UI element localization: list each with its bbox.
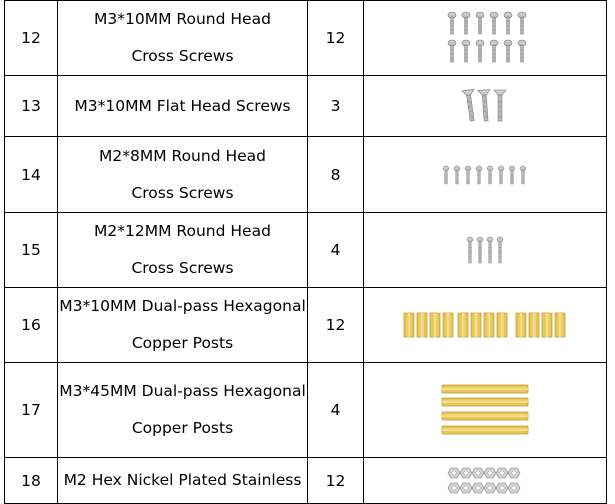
row-number: 13 <box>4 75 58 137</box>
part-quantity: 4 <box>307 362 364 458</box>
part-name-line: M3*10MM Flat Head Screws <box>74 96 291 115</box>
part-image <box>363 136 607 213</box>
table-row: 14 M2*8MM Round Head Cross Screws 8 <box>4 136 607 213</box>
part-name-line: M3*45MM Dual-pass Hexagonal <box>59 382 306 400</box>
table-row: 12 M3*10MM Round Head Cross Screws 12 <box>4 0 607 76</box>
row-number: 14 <box>4 136 58 213</box>
part-name-line: Cross Screws <box>131 47 234 65</box>
part-quantity: 4 <box>307 212 364 288</box>
part-image <box>363 457 607 504</box>
row-number: 17 <box>4 362 58 458</box>
round-head-screws-icon <box>447 11 527 63</box>
short-copper-posts-icon <box>403 312 566 338</box>
part-image <box>363 0 607 76</box>
long-copper-posts-icon <box>441 384 529 435</box>
part-image <box>363 362 607 458</box>
part-name-line: Cross Screws <box>131 259 234 277</box>
part-quantity: 8 <box>307 136 364 213</box>
part-name-line: M2*12MM Round Head <box>94 222 271 240</box>
part-name: M2 Hex Nickel Plated Stainless <box>57 457 308 504</box>
part-name: M2*8MM Round Head Cross Screws <box>57 136 308 213</box>
row-number: 16 <box>4 287 58 363</box>
part-name-line: M3*10MM Dual-pass Hexagonal <box>59 297 306 315</box>
table-row: 18 M2 Hex Nickel Plated Stainless 12 <box>4 457 607 504</box>
part-quantity: 3 <box>307 75 364 137</box>
flat-head-screws-icon <box>461 89 507 122</box>
part-name-line: Copper Posts <box>131 334 234 352</box>
row-number: 15 <box>4 212 58 288</box>
part-name-line: M2*8MM Round Head <box>98 146 267 165</box>
part-image <box>363 287 607 363</box>
part-name: M2*12MM Round Head Cross Screws <box>57 212 308 288</box>
hex-nuts-icon <box>447 467 521 493</box>
table-row: 15 M2*12MM Round Head Cross Screws 4 <box>4 212 607 288</box>
row-number: 12 <box>4 0 58 76</box>
part-image <box>363 75 607 137</box>
part-quantity: 12 <box>307 457 364 504</box>
part-name-line: Copper Posts <box>131 419 234 437</box>
part-name: M3*10MM Dual-pass Hexagonal Copper Posts <box>57 287 308 363</box>
row-number: 18 <box>4 457 58 504</box>
part-name: M3*10MM Flat Head Screws <box>57 75 308 137</box>
part-name: M3*45MM Dual-pass Hexagonal Copper Posts <box>57 362 308 458</box>
table-row: 17 M3*45MM Dual-pass Hexagonal Copper Po… <box>4 362 607 458</box>
part-quantity: 12 <box>307 287 364 363</box>
table-row: 13 M3*10MM Flat Head Screws 3 <box>4 75 607 137</box>
parts-table: 12 M3*10MM Round Head Cross Screws 12 <box>4 0 607 504</box>
table-row: 16 M3*10MM Dual-pass Hexagonal Copper Po… <box>4 287 607 363</box>
part-name: M3*10MM Round Head Cross Screws <box>57 0 308 76</box>
part-name-line: Cross Screws <box>131 183 234 202</box>
small-round-screws-icon <box>442 165 527 184</box>
long-round-screws-icon <box>466 236 504 264</box>
part-image <box>363 212 607 288</box>
part-quantity: 12 <box>307 0 364 76</box>
part-name-line: M3*10MM Round Head <box>94 10 271 28</box>
part-name-line: M2 Hex Nickel Plated Stainless <box>63 471 302 489</box>
